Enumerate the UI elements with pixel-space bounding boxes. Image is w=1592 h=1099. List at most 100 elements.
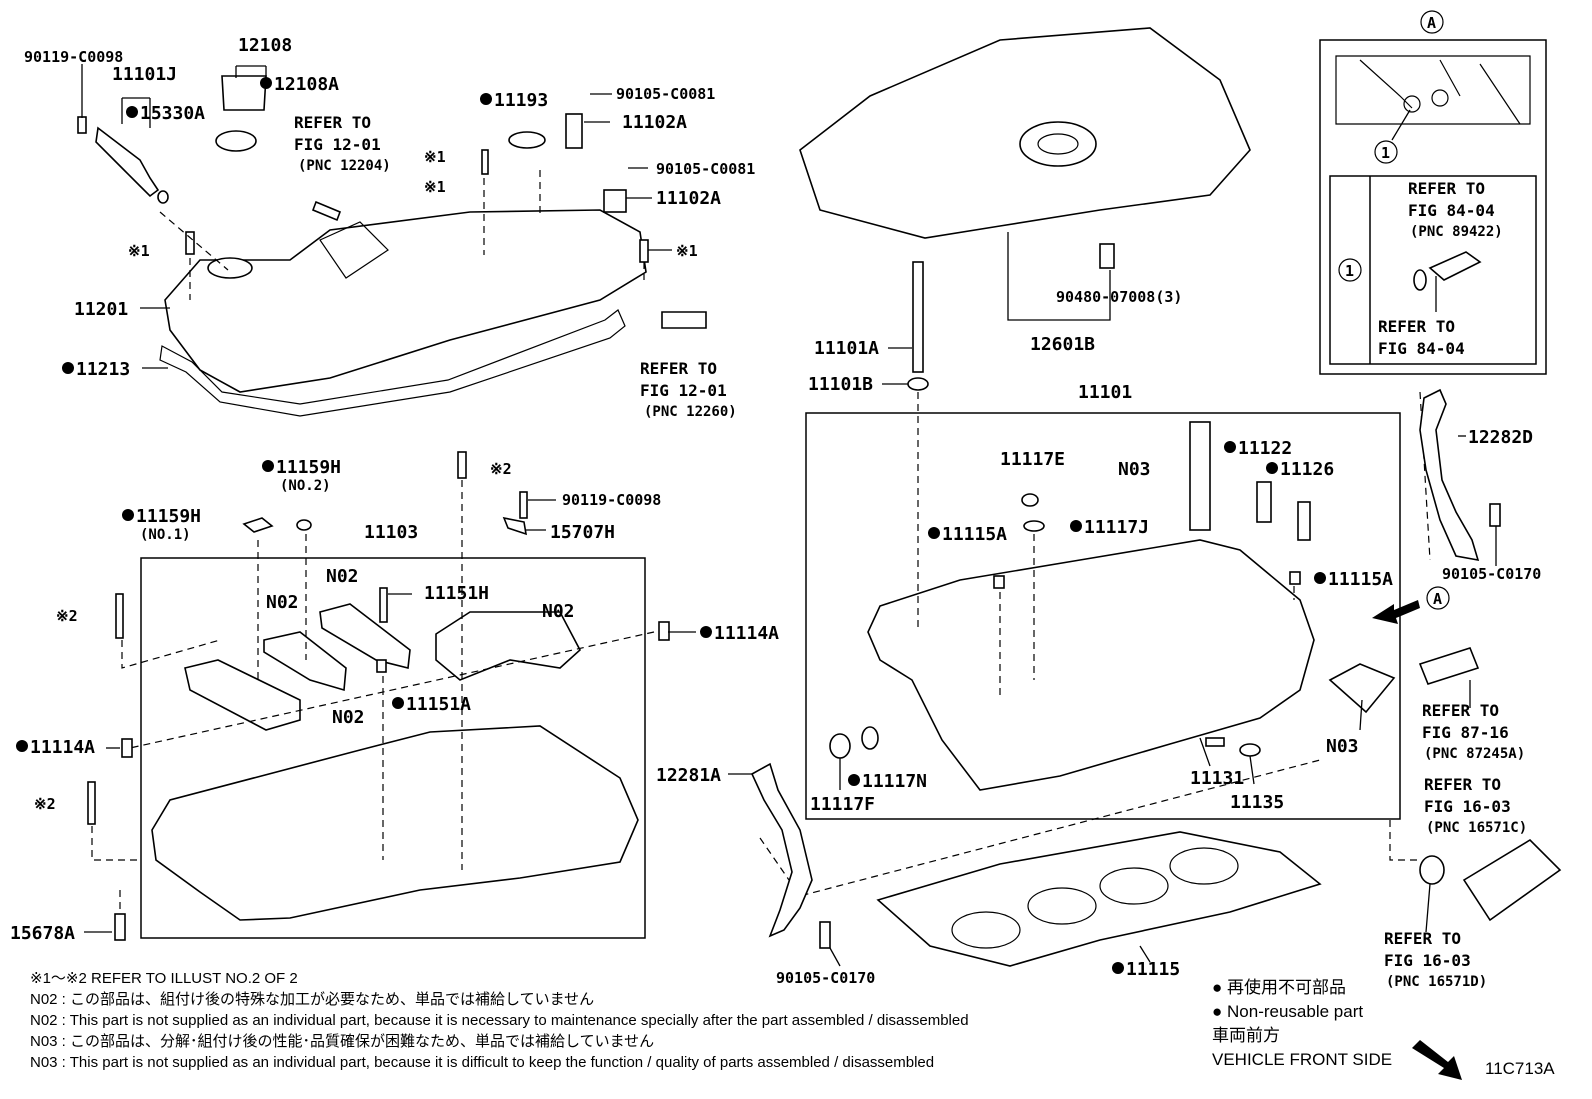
note-n03-jp: N03 : この部品は、分解･組付け後の性能･品質確保が困難なため、単品では補給… xyxy=(30,1033,655,1050)
legend-jp: ● 再使用不可部品 xyxy=(1212,976,1392,1000)
callout-a-top-text: A xyxy=(1427,14,1436,32)
callout-1-a xyxy=(1374,140,1398,164)
camshaft-housing xyxy=(151,725,639,921)
legend: ● 再使用不可部品 ● Non-reusable part 車両前方 VEHIC… xyxy=(1212,976,1392,1072)
camshaft-housing-group xyxy=(87,451,670,941)
bearing-cap-1 xyxy=(184,659,301,731)
label-11135: 11135 xyxy=(1230,792,1284,813)
pin-11115a-r xyxy=(1289,571,1301,585)
callout-a-mid xyxy=(1426,586,1450,610)
cam-sensor-11102a-a xyxy=(565,113,583,149)
oil-filler-cap xyxy=(221,75,267,111)
ref-12-01-b-2: FIG 12-01 xyxy=(640,381,727,400)
ref-12-01-a-1: REFER TO xyxy=(294,113,371,132)
plug-15678a xyxy=(114,913,126,941)
bolt-90105-c0170-b xyxy=(819,921,831,949)
note-n02-jp: N02 : この部品は、組付け後の特殊な加工が必要なため、単品では補給していませ… xyxy=(30,991,595,1008)
bracket-12282d xyxy=(1419,388,1480,562)
ref-84-04-b-1: REFER TO xyxy=(1378,317,1455,336)
toyota-emblem-inner xyxy=(1037,133,1079,155)
stud-mark2-a xyxy=(457,451,467,479)
ref-12-01-a-2: FIG 12-01 xyxy=(294,135,381,154)
n03-b: N03 xyxy=(1326,736,1359,757)
label-90480: 90480-07008(3) xyxy=(1056,288,1182,306)
ref-12-01-a-3: (PNC 12204) xyxy=(298,158,391,174)
pin-11114a-l xyxy=(121,738,133,758)
cylinder-head-group xyxy=(829,421,1396,791)
label-15678a: 15678A xyxy=(10,923,75,944)
ref-16-03-a-3: (PNC 16571C) xyxy=(1426,820,1527,836)
label-11101j: 11101J xyxy=(112,64,177,85)
ref-16-03-b-2: FIG 16-03 xyxy=(1384,951,1471,970)
pin-11151a xyxy=(376,659,387,673)
label-11115: 11115 xyxy=(1126,959,1180,980)
callout-a-top xyxy=(1420,10,1444,34)
stud-mark1-c xyxy=(185,231,195,255)
label-90119-mid: 90119-C0098 xyxy=(562,491,661,509)
washer-11159h-no2 xyxy=(296,519,312,531)
label-11101b: 11101B xyxy=(808,374,873,395)
ref-87-16-2: FIG 87-16 xyxy=(1422,723,1509,742)
bolt-90119-c0098-mid xyxy=(519,491,528,519)
n02-b: N02 xyxy=(266,592,299,613)
n03-a: N03 xyxy=(1118,459,1151,480)
oil-control-valve-group xyxy=(77,75,342,222)
label-11114a-r: 11114A xyxy=(714,623,779,644)
label-11201: 11201 xyxy=(74,299,128,320)
clamp-16-03 xyxy=(1419,855,1445,885)
cover-gasket-11213 xyxy=(159,309,626,417)
mark2-c: ※2 xyxy=(34,795,56,813)
callout-a-mid-text: A xyxy=(1433,590,1442,608)
ref-12-01-b-3: (PNC 12260) xyxy=(644,404,737,420)
front-side-en: VEHICLE FRONT SIDE xyxy=(1212,1050,1393,1069)
mark1-b: ※1 xyxy=(424,178,446,196)
inset-view-a xyxy=(1319,39,1547,375)
label-no2: (NO.2) xyxy=(280,478,331,494)
callout-1-b-text: 1 xyxy=(1345,262,1354,280)
label-15330a: 15330A xyxy=(140,103,205,124)
cylinder-head-cover xyxy=(164,209,647,393)
ref-84-04-b-2: FIG 84-04 xyxy=(1378,339,1465,358)
label-11102a-b: 11102A xyxy=(656,188,721,209)
o-ring-15330a xyxy=(157,190,169,204)
label-11151a: 11151A xyxy=(406,694,471,715)
ref-12-01-b-1: REFER TO xyxy=(640,359,717,378)
label-11101: 11101 xyxy=(1078,382,1132,403)
bolt-11101a xyxy=(912,261,924,373)
bolt-90119-c0098-top xyxy=(77,116,87,134)
label-11151h: 11151H xyxy=(424,583,489,604)
ref-87-16-1: REFER TO xyxy=(1422,701,1499,720)
label-12108a: 12108A xyxy=(274,74,339,95)
bracket-12281a xyxy=(750,762,813,938)
label-12108: 12108 xyxy=(238,35,292,56)
legend-dot-icon: ● xyxy=(1212,1002,1223,1021)
label-90119-top: 90119-C0098 xyxy=(24,48,123,66)
label-11131: 11131 xyxy=(1190,768,1244,789)
label-11122: 11122 xyxy=(1238,438,1292,459)
note-marks: ※1～※2 REFER TO ILLUST NO.2 OF 2 xyxy=(30,970,298,987)
label-11101a: 11101A xyxy=(814,338,879,359)
note-n03-en: N03 : This part is not supplied as an in… xyxy=(30,1054,935,1071)
bearing-cap-4 xyxy=(435,611,581,681)
label-11103: 11103 xyxy=(364,522,418,543)
bracket-15707h xyxy=(502,516,528,536)
bush-11122 xyxy=(1256,481,1272,523)
engine-cover-group xyxy=(799,27,1251,391)
bolt-90105-c0170-a xyxy=(1489,503,1501,527)
cylinder-head xyxy=(867,539,1315,791)
ref-84-04-a-1: REFER TO xyxy=(1408,179,1485,198)
vehicle-front-arrow xyxy=(1412,1040,1462,1080)
legend-jp-text: 再使用不可部品 xyxy=(1227,978,1347,997)
hose-16-03-a xyxy=(1462,838,1562,922)
label-no1: (NO.1) xyxy=(140,527,191,543)
plug-11117e xyxy=(1021,493,1039,507)
label-11102a-a: 11102A xyxy=(622,112,687,133)
mark1-a: ※1 xyxy=(424,148,446,166)
label-11213: 11213 xyxy=(76,359,130,380)
label-90105-b: 90105-C0081 xyxy=(656,160,755,178)
assembly-lines-left xyxy=(91,170,655,912)
plug-11117f xyxy=(829,733,851,759)
n02-d: N02 xyxy=(332,707,365,728)
grommet-90480 xyxy=(1099,243,1115,269)
